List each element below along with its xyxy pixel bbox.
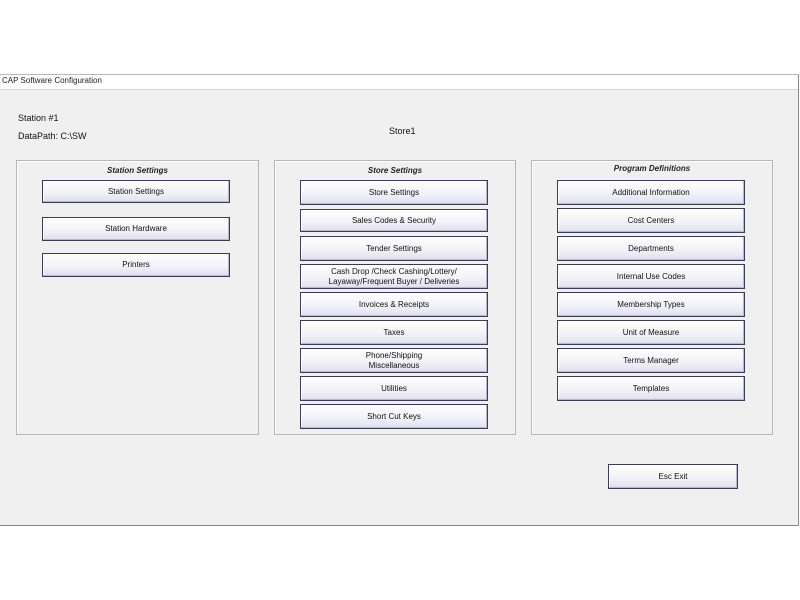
program-definitions-panel: Program Definitions Additional Informati… [531, 160, 773, 435]
phone-shipping-button[interactable]: Phone/Shipping Miscellaneous [300, 348, 488, 373]
unit-of-measure-button[interactable]: Unit of Measure [557, 320, 745, 345]
tender-settings-button[interactable]: Tender Settings [300, 236, 488, 261]
cash-drop-button[interactable]: Cash Drop /Check Cashing/Lottery/ Layawa… [300, 264, 488, 289]
program-definitions-panel-title: Program Definitions [613, 164, 691, 173]
cost-centers-button[interactable]: Cost Centers [557, 208, 745, 233]
terms-manager-button[interactable]: Terms Manager [557, 348, 745, 373]
taxes-button[interactable]: Taxes [300, 320, 488, 345]
invoices-receipts-button[interactable]: Invoices & Receipts [300, 292, 488, 317]
title-bar: CAP Software Configuration [0, 75, 798, 90]
printers-button[interactable]: Printers [42, 253, 230, 277]
station-settings-button[interactable]: Station Settings [42, 180, 230, 203]
internal-use-codes-button[interactable]: Internal Use Codes [557, 264, 745, 289]
store-settings-button[interactable]: Store Settings [300, 180, 488, 205]
utilities-button[interactable]: Utilities [300, 376, 488, 401]
station-label: Station #1 [18, 113, 59, 123]
configuration-window: CAP Software Configuration Station #1 Da… [0, 74, 799, 526]
membership-types-button[interactable]: Membership Types [557, 292, 745, 317]
station-settings-panel-title: Station Settings [107, 166, 168, 175]
departments-button[interactable]: Departments [557, 236, 745, 261]
sales-codes-security-button[interactable]: Sales Codes & Security [300, 209, 488, 232]
store-label: Store1 [389, 126, 416, 136]
station-hardware-button[interactable]: Station Hardware [42, 217, 230, 241]
store-settings-panel-title: Store Settings [367, 166, 423, 175]
additional-information-button[interactable]: Additional Information [557, 180, 745, 205]
station-settings-panel: Station Settings Station Settings Statio… [16, 160, 259, 435]
templates-button[interactable]: Templates [557, 376, 745, 401]
datapath-label: DataPath: C:\SW [18, 131, 87, 141]
window-title: CAP Software Configuration [2, 76, 102, 85]
store-settings-panel: Store Settings Store Settings Sales Code… [274, 160, 516, 435]
short-cut-keys-button[interactable]: Short Cut Keys [300, 404, 488, 429]
esc-exit-button[interactable]: Esc Exit [608, 464, 738, 489]
